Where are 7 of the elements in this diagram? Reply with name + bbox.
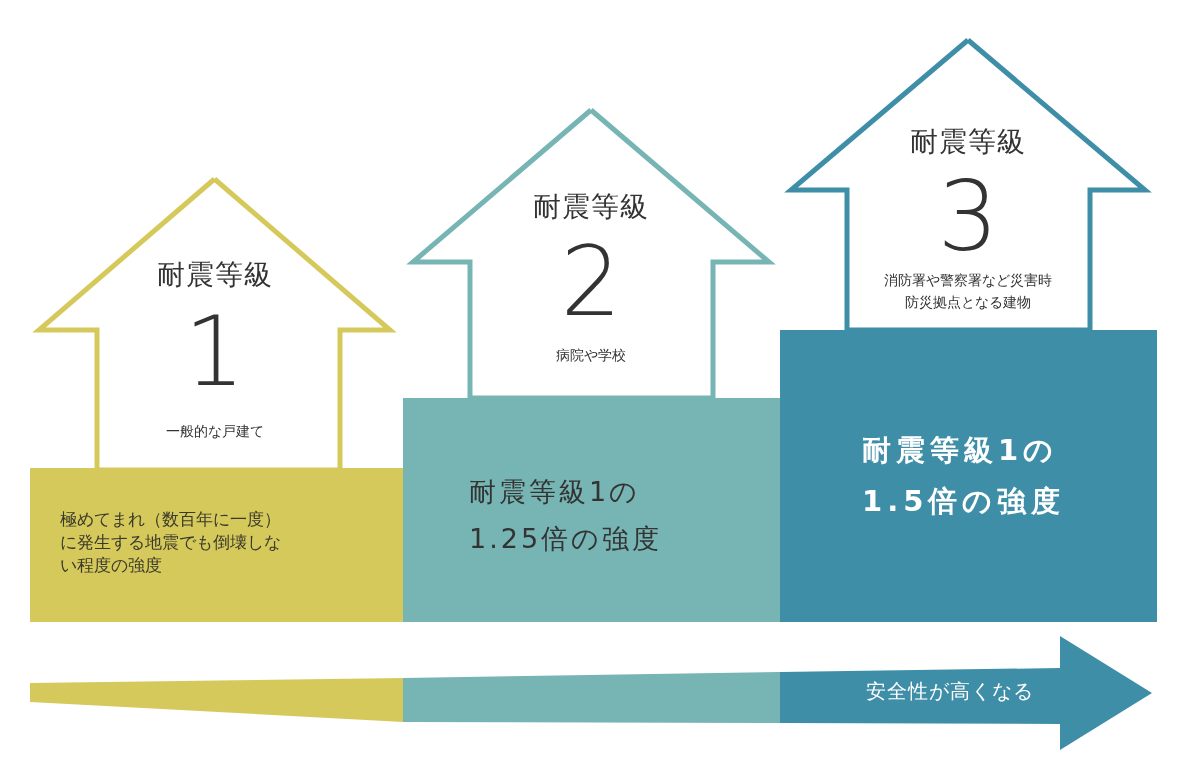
strength-text: 耐震等級1の1.5倍の強度 [862,432,1067,520]
strength-text: 耐震等級1の1.25倍の強度 [469,475,664,557]
strength-panel [403,398,780,622]
strength-text: 極めてまれ（数百年に一度）に発生する地震でも倒壊しない程度の強度 [60,508,282,577]
strength-panel [780,330,1157,622]
safety-label: 安全性が高くなる [866,678,1034,705]
strength-panel [30,468,403,622]
